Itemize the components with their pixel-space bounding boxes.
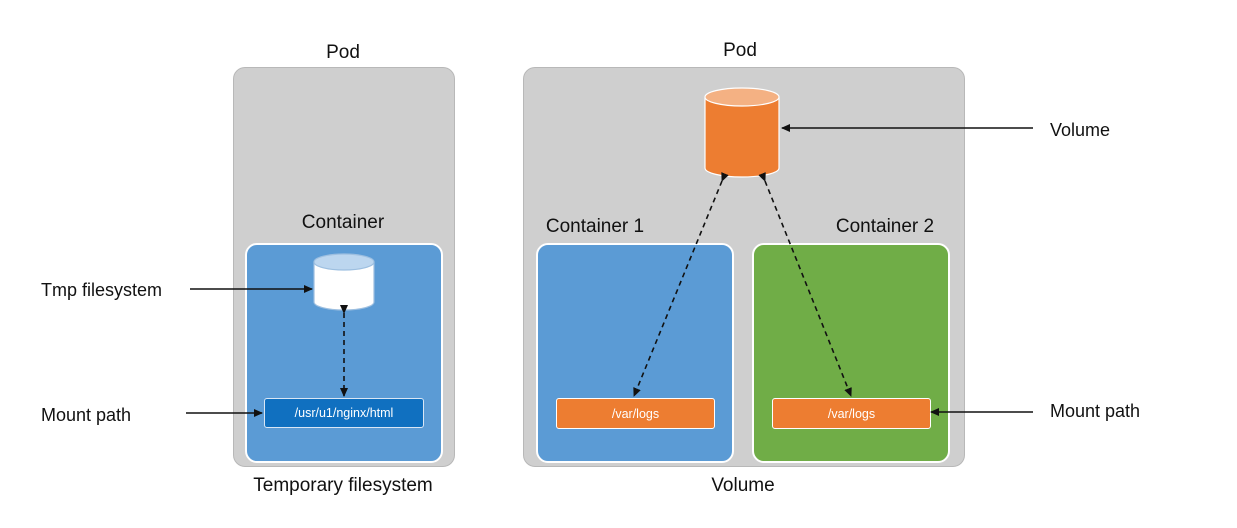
left-mount-path-label: Mount path [41, 405, 132, 425]
volume-label: Volume [1050, 120, 1111, 140]
right-mount-path-label: Mount path [1050, 401, 1141, 421]
container-1-title: Container 1 [545, 216, 645, 237]
left-caption: Temporary filesystem [253, 475, 433, 496]
container-2-title: Container 2 [835, 216, 935, 237]
left-mount-path: /usr/u1/nginx/html [264, 398, 424, 428]
container-2-dashed-link [758, 172, 852, 397]
right-pod-title: Pod [723, 40, 757, 61]
left-container-title: Container [301, 212, 385, 233]
tmp-filesystem-cylinder-icon [313, 253, 375, 311]
container-1-mount-path: /var/logs [556, 398, 715, 429]
left-pod-title: Pod [326, 42, 360, 63]
container-1-dashed-link [633, 172, 729, 397]
volume-cylinder-icon [704, 87, 780, 178]
container-2-mount-path: /var/logs [772, 398, 931, 429]
right-caption: Volume [711, 475, 775, 496]
tmp-filesystem-label: Tmp filesystem [41, 280, 163, 300]
